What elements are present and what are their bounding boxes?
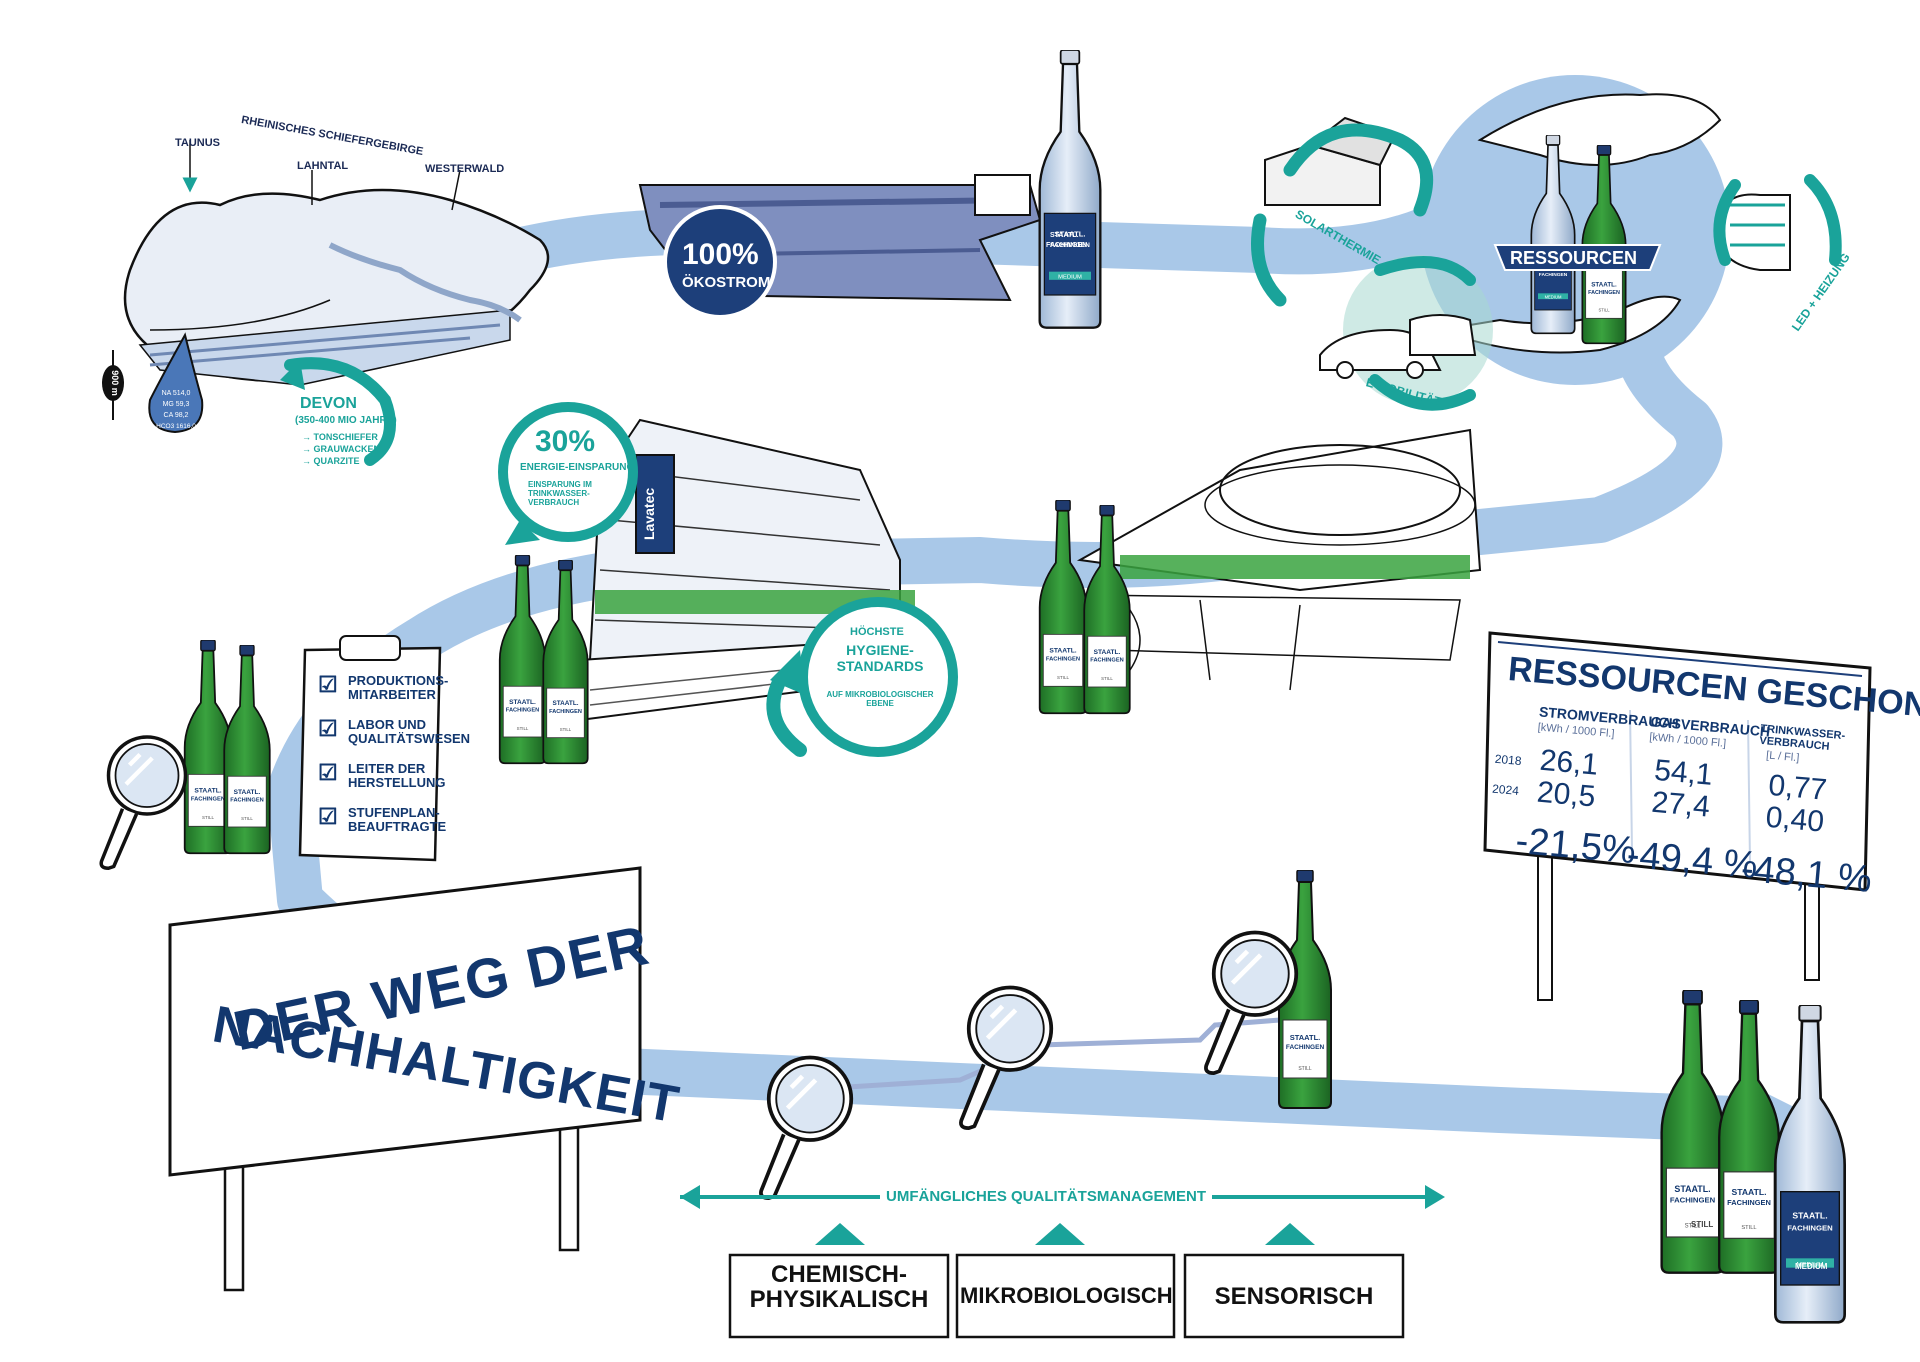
factory-sign: Lavatec [641,487,657,540]
devon-title: DEVON [300,395,357,412]
devon-note-3: → QUARZITE [302,456,360,466]
checklist-text: PRODUKTIONS-MITARBEITER [348,673,449,702]
year-2018: 2018 [1494,751,1523,769]
oekostrom-illustration [638,50,1102,329]
checklist-item: ☑ LEITER DER HERSTELLUNG [318,760,446,804]
label-taunus: TAUNUS [175,137,221,149]
hygiene-line1: HÖCHSTE [850,626,904,638]
bottle-medium: MEDIUM [1795,1262,1828,1271]
label-lahntal: LAHNTAL [297,160,349,172]
box-mikrobiologisch: MIKROBIOLOGISCH [960,1283,1173,1308]
checklist-text: LABOR UND QUALITÄTSWESEN [348,717,471,746]
box-sensorisch: SENSORISCH [1214,1283,1374,1310]
col-unit-wasser: [L / Fl.] [1765,749,1800,765]
sign-illustration [168,866,642,1292]
svg-text:MG 59,3: MG 59,3 [163,401,190,408]
checklist-illustration [101,635,442,868]
bottle-still: STILL [1691,1220,1714,1229]
check-mark-icon: ☑ [318,804,338,829]
drop-text: NA 514,0 [162,390,191,397]
board-table: STROMVERBRAUCH [kWh / 1000 Fl.] GASVERBR… [1485,700,1874,901]
bottle-brand-2: FACHINGEN [1046,242,1088,249]
savings-percent: 30% [535,425,596,458]
strom-2024: 20,5 [1535,775,1597,814]
devon-sub: (350-400 MIO JAHRE) [295,415,397,426]
checklist-item: ☑ LABOR UND QUALITÄTSWESEN [318,716,471,760]
year-2024: 2024 [1491,781,1520,798]
checklist-items: ☑ PRODUKTIONS-MITARBEITER ☑ LABOR UND QU… [318,672,471,848]
checklist-text: LEITER DER HERSTELLUNG [348,761,446,790]
factory-illustration [498,402,958,765]
hygiene-line2: HYGIENE-STANDARDS [836,642,924,674]
board-illustration [1483,631,1872,1001]
checklist-text: STUFENPLAN-BEAUFTRAGTE [348,805,447,834]
svg-text:HCO3 1616,0: HCO3 1616,0 [156,423,196,430]
label-depth: 900 m [109,370,120,396]
final-bottles [1660,990,1846,1324]
devon-note-1: → TONSCHIEFER [302,432,378,442]
savings-line1: ENERGIE-EINSPARUNG [520,462,635,473]
oekostrom-percent: 100% [682,238,759,271]
quality-label: UMFÄNGLICHES QUALITÄTSMANAGEMENT [880,1188,1212,1205]
hygiene-line3: AUF MIKROBIOLOGISCHER EBENE [826,690,934,708]
wasser-2024: 0,40 [1764,800,1826,839]
label-westerwald: WESTERWALD [425,163,505,175]
check-mark-icon: ☑ [318,760,338,785]
resources-banner: RESSOURCEN [1510,248,1638,268]
devon-note-2: → GRAUWACKEN [302,444,380,454]
check-mark-icon: ☑ [318,672,338,697]
resources-illustration [1251,75,1842,411]
geology-illustration: NA 514,0 MG 59,3 CA 98,2 HCO3 1616,0 [102,140,550,466]
check-mark-icon: ☑ [318,716,338,741]
svg-text:CA 98,2: CA 98,2 [164,412,189,419]
oekostrom-label: ÖKOSTROM [682,274,771,291]
gas-2024: 27,4 [1650,785,1712,824]
savings-line2: EINSPARUNG IM TRINKWASSER-VERBRAUCH [528,480,592,507]
bottling-illustration [1038,428,1482,715]
checklist-item: ☑ PRODUKTIONS-MITARBEITER [318,672,449,716]
quality-illustration [680,870,1445,1339]
box-chemisch: CHEMISCH-PHYSIKALISCH [749,1261,929,1314]
bottle-brand-1: STAATL. [1050,232,1079,239]
checklist-item: ☑ STUFENPLAN-BEAUFTRAGTE [318,804,447,848]
strom-change: -21,5% [1513,819,1638,873]
